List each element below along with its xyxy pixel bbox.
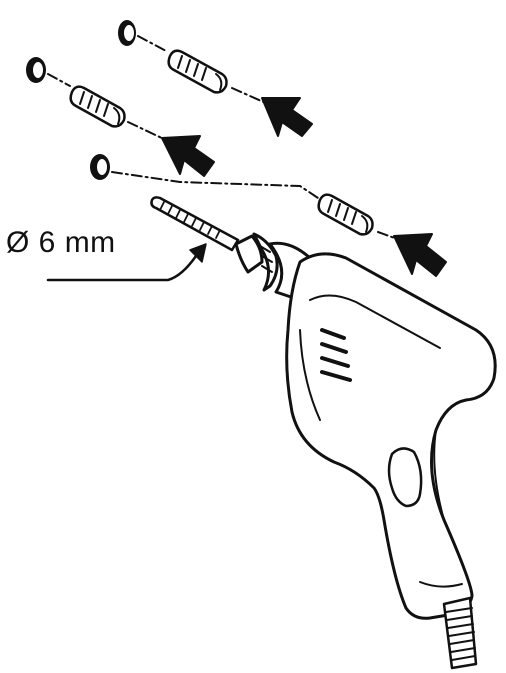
- label-leader-line: [46, 254, 198, 282]
- drill-bit: [150, 196, 240, 252]
- drill-housing: [285, 252, 497, 620]
- wall-hole-middle: [26, 57, 46, 83]
- drill-chuck-collar: [252, 232, 279, 292]
- leader-arrowhead-icon: [189, 243, 207, 263]
- wall-plug-top: [167, 49, 228, 94]
- power-cord: [442, 596, 478, 670]
- wall-hole-lower: [90, 154, 110, 180]
- power-drill: [234, 232, 497, 620]
- guide-line-top: [137, 35, 269, 105]
- arrow-middle-icon: [161, 135, 215, 177]
- drill-bit-size-label: Ø 6 mm: [6, 226, 116, 259]
- wall-plug-middle: [69, 85, 126, 128]
- arrow-lower-icon: [393, 233, 447, 277]
- arrow-top-icon: [261, 97, 313, 137]
- drill-trigger: [387, 447, 423, 508]
- guide-line-middle: [47, 73, 167, 141]
- wall-plug-lower: [317, 193, 374, 236]
- vent-slots: [320, 328, 352, 382]
- drill-chuck: [234, 234, 264, 274]
- wall-hole-top: [118, 20, 136, 46]
